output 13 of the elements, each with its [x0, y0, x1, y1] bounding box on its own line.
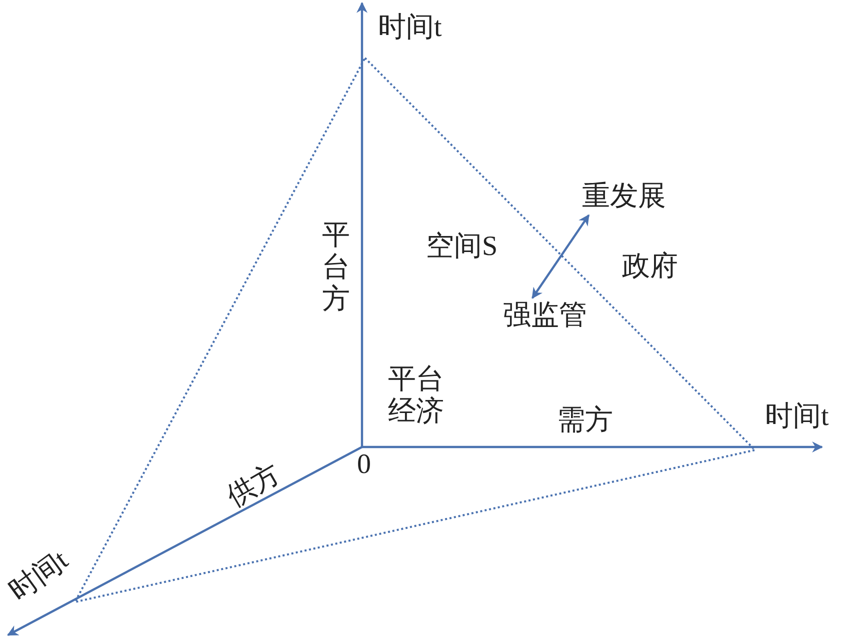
node-label: 强监管	[503, 300, 587, 332]
node-label: 重发展	[582, 181, 666, 214]
axis-label: 平台方	[322, 220, 351, 317]
center-label: 平台经济	[388, 364, 445, 428]
axis-label: 需方	[557, 405, 613, 438]
axis-label: 供方	[222, 458, 287, 514]
region-label: 空间S	[426, 231, 498, 264]
region-label: 政府	[622, 251, 678, 284]
axis-label: 时间t	[4, 544, 75, 608]
axis-label: 时间t	[378, 12, 442, 44]
axis-label: 时间t	[765, 401, 829, 434]
origin-label: 0	[357, 449, 371, 482]
double-arrow	[532, 214, 590, 299]
